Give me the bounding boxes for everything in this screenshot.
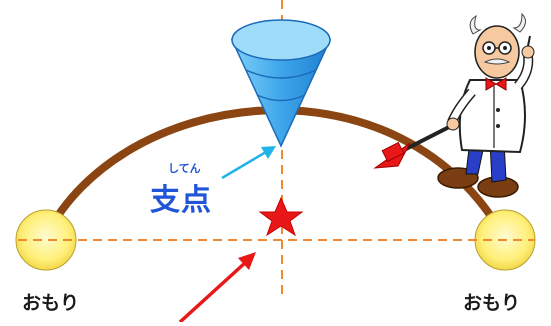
fulcrum-pointer-arrow — [221, 146, 276, 180]
balance-arc — [42, 106, 504, 240]
inverted-cone-icon — [230, 19, 332, 148]
weight-left-ball — [15, 209, 77, 271]
professor-character-icon — [373, 12, 535, 198]
fulcrum-label: 支点 — [150, 183, 212, 218]
weight-label-right: おもり — [463, 292, 521, 314]
fulcrum-ruby-text: してん — [168, 162, 201, 175]
center-of-gravity-star-icon — [258, 196, 304, 237]
weight-label-left: おもり — [22, 292, 80, 314]
red-pointer-arrow — [178, 252, 256, 324]
